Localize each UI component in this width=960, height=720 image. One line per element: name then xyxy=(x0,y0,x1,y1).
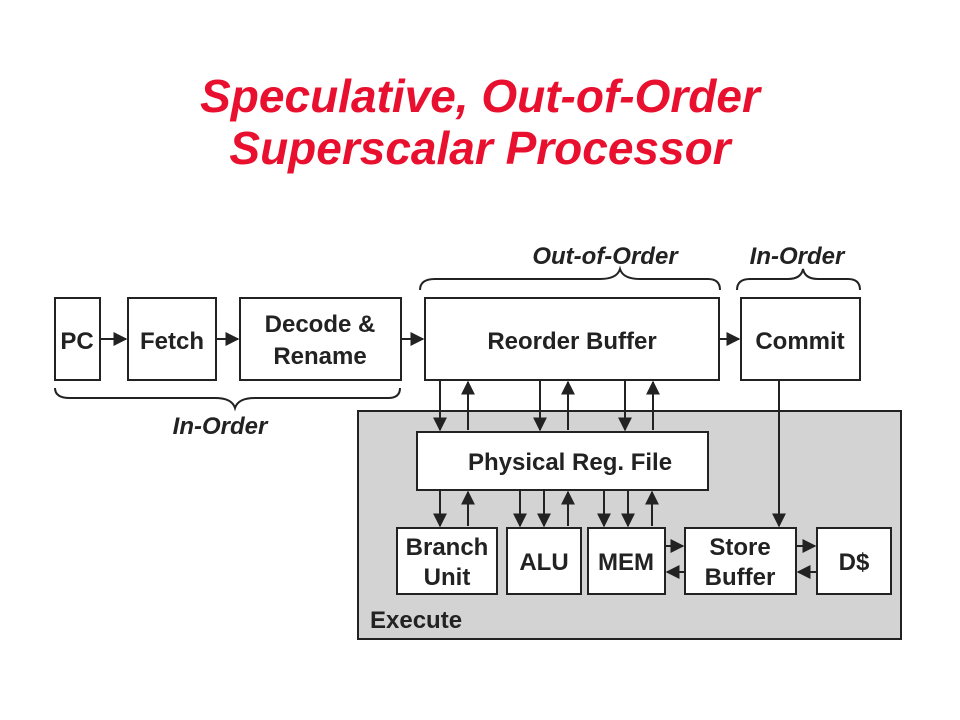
physical-reg-file-block xyxy=(416,431,709,491)
in-order-commit-brace xyxy=(736,268,861,291)
commit-block xyxy=(740,297,861,381)
store-buffer-label-line-2: Buffer xyxy=(705,564,776,591)
decode-label-line-2: Rename xyxy=(273,343,366,370)
branch-unit-label-line-1: Branch xyxy=(406,534,489,561)
fetch-label: Fetch xyxy=(140,328,204,355)
dcache-block xyxy=(816,527,892,595)
alu-label: ALU xyxy=(519,549,568,576)
alu-block xyxy=(506,527,582,595)
commit-label: Commit xyxy=(755,328,844,355)
reorder-buffer-block xyxy=(424,297,720,381)
physical-reg-file-label: Physical Reg. File xyxy=(468,449,672,476)
reorder-buffer-label: Reorder Buffer xyxy=(487,328,656,355)
branch-unit-block xyxy=(396,527,498,595)
in-order-front-brace xyxy=(54,387,401,412)
pc-label: PC xyxy=(60,328,93,355)
slide-title: Speculative, Out-of-Order Superscalar Pr… xyxy=(0,70,960,174)
mem-block xyxy=(587,527,666,595)
mem-label: MEM xyxy=(598,549,654,576)
title-line-1: Speculative, Out-of-Order xyxy=(200,70,760,122)
out-of-order-brace xyxy=(419,265,721,291)
in-order-front-label: In-Order xyxy=(173,413,269,440)
execute-label: Execute xyxy=(370,607,462,634)
store-buffer-label-line-1: Store xyxy=(709,534,770,561)
out-of-order-label: Out-of-Order xyxy=(532,243,679,270)
decode-rename-block xyxy=(239,297,402,381)
decode-label-line-1: Decode & xyxy=(265,311,376,338)
in-order-commit-label: In-Order xyxy=(750,243,846,270)
title-line-2: Superscalar Processor xyxy=(229,122,731,174)
store-buffer-block xyxy=(684,527,797,595)
branch-unit-label-line-2: Unit xyxy=(424,564,471,591)
dcache-label: D$ xyxy=(839,549,870,576)
